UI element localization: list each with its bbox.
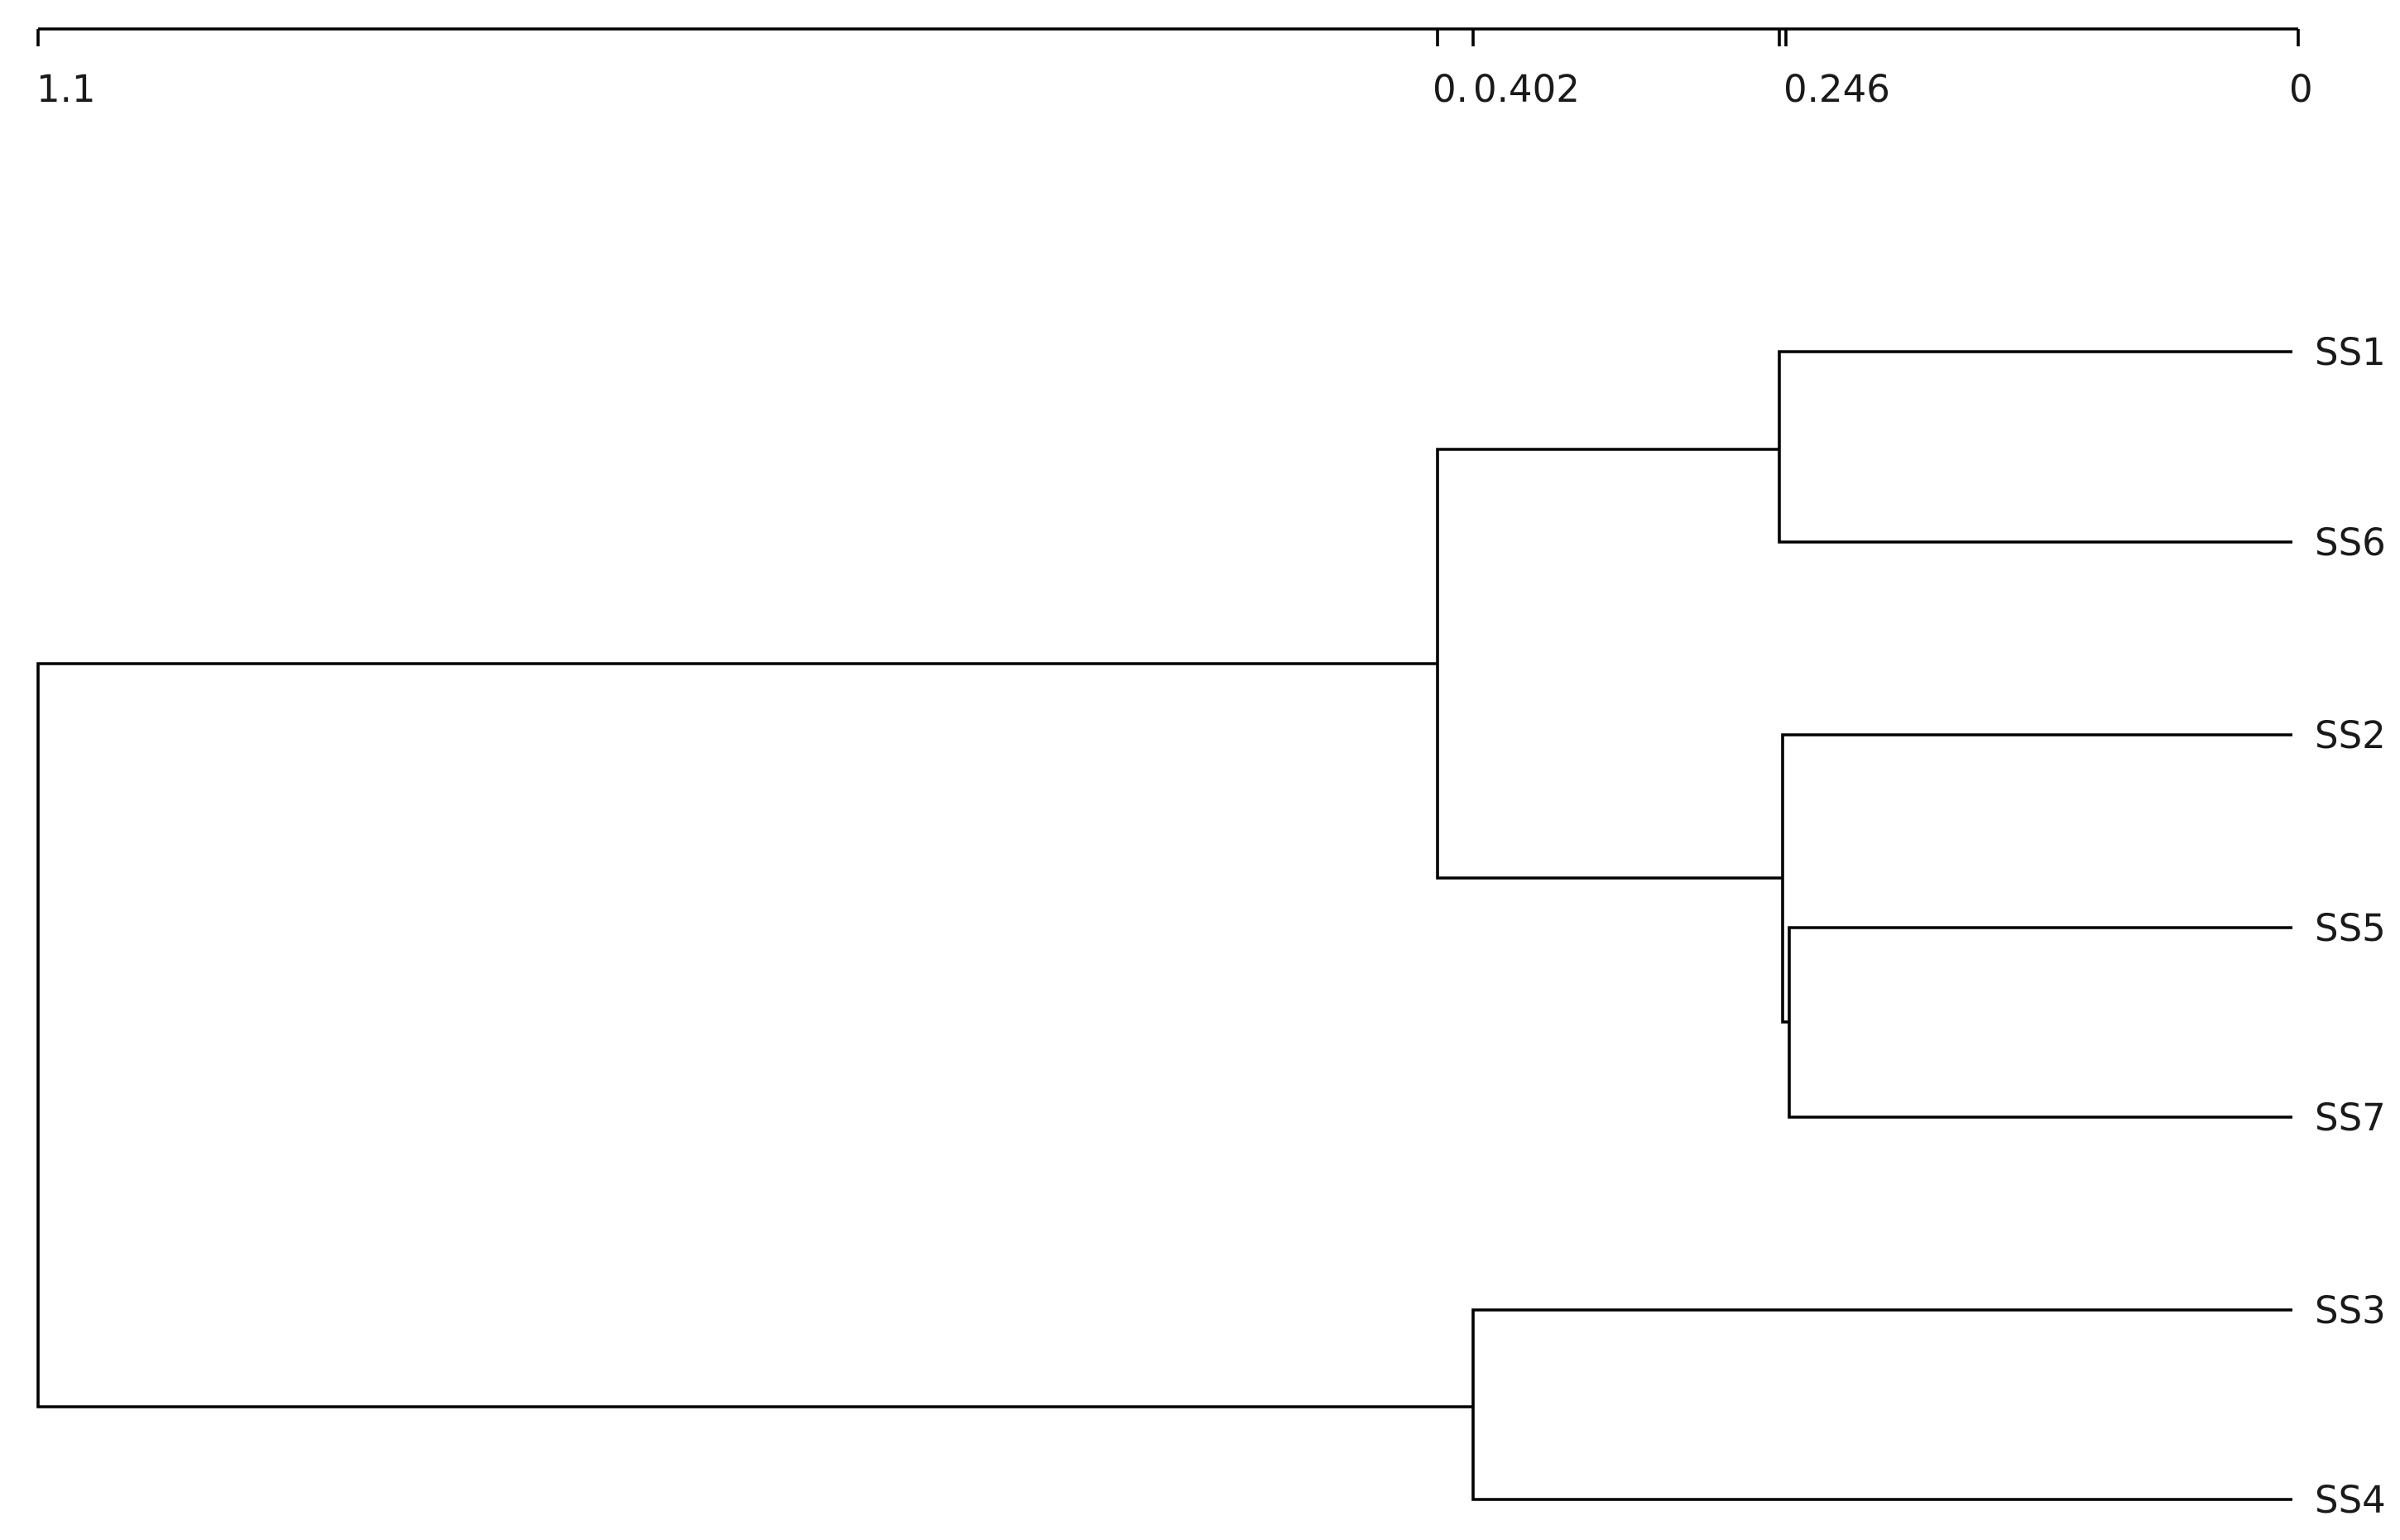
leaf-label-ss4: SS4 bbox=[2315, 1478, 2386, 1522]
branch-root bbox=[36, 662, 1473, 1408]
axis-tick-label: 0.246 bbox=[1783, 67, 1890, 111]
branch-ss3-ss4 bbox=[1471, 1308, 2292, 1501]
branch-ss1-ss6 bbox=[1778, 350, 2292, 544]
leaf-label-ss2: SS2 bbox=[2315, 713, 2386, 757]
leaf-label-ss7: SS7 bbox=[2315, 1096, 2386, 1139]
leaf-labels: SS1 SS6 SS2 SS5 SS7 SS3 SS4 bbox=[2315, 330, 2386, 1522]
axis-tick-label: 1.1 bbox=[36, 67, 96, 111]
leaf-label-ss3: SS3 bbox=[2315, 1288, 2386, 1332]
branch-ss5-ss7 bbox=[1788, 926, 2292, 1119]
axis-tick-label: 0 bbox=[2289, 67, 2313, 111]
branch-ss2-ss5-ss7 bbox=[1781, 733, 2292, 1024]
leaf-label-ss1: SS1 bbox=[2315, 330, 2386, 374]
leaf-label-ss5: SS5 bbox=[2315, 906, 2386, 950]
leaf-label-ss6: SS6 bbox=[2315, 521, 2386, 564]
axis-tick-label: 0. bbox=[1433, 67, 1468, 111]
axis-tick-label: 0.402 bbox=[1473, 67, 1580, 111]
scale-axis: 1.1 0. 0.402 0.246 0 bbox=[36, 27, 2313, 111]
branch-upper-clusters bbox=[1436, 448, 1783, 880]
dendrogram-tree bbox=[36, 350, 2292, 1501]
